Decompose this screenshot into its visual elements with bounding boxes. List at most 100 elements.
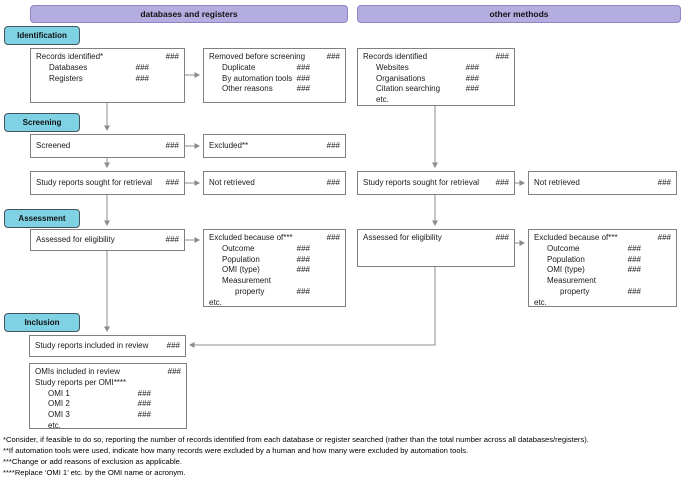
box-row: Measurement bbox=[534, 276, 671, 287]
stage-text: Assessment bbox=[18, 214, 66, 223]
row-value: ### bbox=[465, 73, 479, 83]
stage-label-assessment: Assessment bbox=[4, 209, 80, 228]
box-row: Registers### bbox=[36, 74, 179, 85]
stage-text: Inclusion bbox=[24, 318, 60, 327]
row-label: Study reports per OMI**** bbox=[35, 377, 127, 387]
box-records-identified-databases: Records identified* ### Databases ### Regi… bbox=[30, 48, 185, 103]
row-value: ### bbox=[167, 367, 181, 376]
row-label: Screened bbox=[36, 141, 71, 150]
row-label: Not retrieved bbox=[534, 178, 580, 187]
row-label: Not retrieved bbox=[209, 178, 255, 187]
box-row: OMI (type)### bbox=[534, 265, 671, 276]
row-value: ### bbox=[627, 286, 641, 296]
box-row: etc. bbox=[534, 298, 671, 309]
stage-label-inclusion: Inclusion bbox=[4, 313, 80, 332]
row-label: OMI (type) bbox=[547, 265, 585, 275]
box-row: property ### bbox=[534, 287, 671, 298]
box-not-retrieved-other: Not retrieved ### bbox=[528, 171, 677, 195]
box-row: Removed before screening### bbox=[209, 52, 340, 63]
box-row: Not retrieved ### bbox=[209, 178, 340, 189]
box-row: Other reasons ### bbox=[209, 84, 340, 95]
row-value: ### bbox=[165, 52, 179, 61]
box-row: Duplicate### bbox=[209, 63, 340, 74]
box-not-retrieved-databases: Not retrieved ### bbox=[203, 171, 346, 195]
box-row: Study reports per OMI**** bbox=[35, 378, 181, 389]
box-row: property### bbox=[209, 287, 340, 298]
row-label: Study reports sought for retrieval bbox=[363, 178, 480, 187]
row-label: Assessed for eligibility bbox=[363, 233, 442, 242]
box-row: Population### bbox=[209, 255, 340, 266]
row-value: ### bbox=[326, 233, 340, 242]
row-value: ### bbox=[627, 254, 641, 264]
column-header-label: other methods bbox=[489, 9, 549, 19]
box-row: Screened ### bbox=[36, 141, 179, 152]
box-row: OMI 1 ### bbox=[35, 389, 181, 400]
stage-text: Identification bbox=[17, 31, 67, 40]
box-sought-retrieval-other: Study reports sought for retrieval ### bbox=[357, 171, 515, 195]
box-row: etc. bbox=[363, 95, 509, 106]
row-value: ### bbox=[465, 62, 479, 72]
box-assessed-databases: Assessed for eligibility### bbox=[30, 229, 185, 251]
row-label: Other reasons bbox=[222, 84, 273, 94]
row-value: ### bbox=[657, 233, 671, 242]
row-label: Databases bbox=[49, 62, 88, 72]
row-value: ### bbox=[137, 410, 151, 420]
row-value: ### bbox=[296, 243, 310, 253]
column-header-other-methods: other methods bbox=[357, 5, 681, 23]
row-label: OMI 3 bbox=[48, 410, 70, 420]
box-row: Study reports sought for retrieval### bbox=[36, 178, 179, 189]
row-label: Outcome bbox=[547, 243, 580, 253]
footnote-1: *Consider, if feasible to do so, reporti… bbox=[3, 435, 589, 444]
row-label: OMI 2 bbox=[48, 399, 70, 409]
box-row: Outcome### bbox=[534, 244, 671, 255]
box-row: OMIs included in review### bbox=[35, 367, 181, 378]
box-sought-retrieval-databases: Study reports sought for retrieval### bbox=[30, 171, 185, 195]
row-label: Study reports included in review bbox=[35, 341, 149, 350]
row-value: ### bbox=[137, 388, 151, 398]
row-label: Records identified* bbox=[36, 52, 104, 61]
row-label: Excluded** bbox=[209, 141, 249, 150]
box-row: Assessed for eligibility### bbox=[36, 235, 179, 246]
row-label: property bbox=[560, 286, 590, 296]
box-row: Population### bbox=[534, 255, 671, 266]
box-row: Websites### bbox=[363, 63, 509, 74]
row-value: ### bbox=[296, 254, 310, 264]
row-value: ### bbox=[165, 235, 179, 244]
footnote-3: ***Change or add reasons of exclusion as… bbox=[3, 457, 182, 466]
box-excluded-because-databases: Excluded because of***### Outcome### Pop… bbox=[203, 229, 346, 307]
row-value: ### bbox=[296, 84, 310, 94]
row-label: Organisations bbox=[376, 73, 426, 83]
box-row: Records identified### bbox=[363, 52, 509, 63]
box-row: OMI 2### bbox=[35, 399, 181, 410]
box-row: By automation tools### bbox=[209, 74, 340, 85]
row-value: ### bbox=[657, 178, 671, 187]
box-row: Excluded** ### bbox=[209, 141, 340, 152]
stage-label-identification: Identification bbox=[4, 26, 80, 45]
row-value: ### bbox=[326, 178, 340, 187]
box-row: Study reports included in review### bbox=[35, 341, 180, 352]
column-header-label: databases and registers bbox=[140, 9, 238, 19]
box-row: Citation searching### bbox=[363, 84, 509, 95]
row-label: OMI (type) bbox=[222, 265, 260, 275]
row-label: Measurement bbox=[547, 276, 596, 286]
row-value: ### bbox=[135, 73, 149, 83]
box-omis-included: OMIs included in review### Study reports… bbox=[29, 363, 187, 430]
box-row: Measurement bbox=[209, 276, 340, 287]
row-value: ### bbox=[135, 62, 149, 72]
box-records-identified-other: Records identified### Websites### Organi… bbox=[357, 48, 515, 106]
row-value: ### bbox=[326, 52, 340, 61]
row-value: ### bbox=[465, 84, 479, 94]
row-value: ### bbox=[165, 141, 179, 150]
box-screened: Screened ### bbox=[30, 134, 185, 158]
row-value: ### bbox=[495, 178, 509, 187]
stage-label-screening: Screening bbox=[4, 113, 80, 132]
box-row: Excluded because of***### bbox=[209, 233, 340, 244]
row-value: ### bbox=[326, 141, 340, 150]
row-label: etc. bbox=[209, 297, 222, 307]
box-included-in-review: Study reports included in review### bbox=[29, 335, 186, 357]
row-label: OMI 1 bbox=[48, 388, 70, 398]
box-assessed-other: Assessed for eligibility### bbox=[357, 229, 515, 267]
row-value: ### bbox=[296, 73, 310, 83]
box-row: Assessed for eligibility### bbox=[363, 233, 509, 244]
